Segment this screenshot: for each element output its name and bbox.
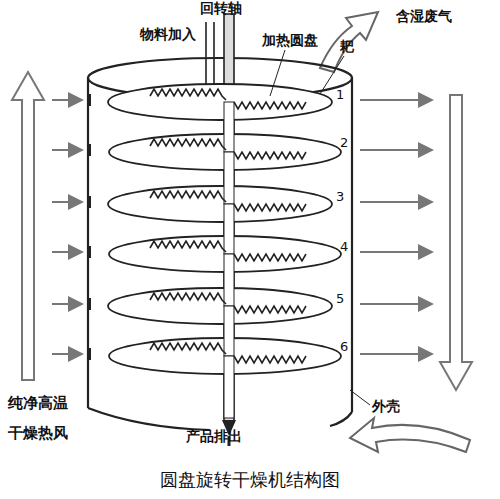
outer-shell	[88, 58, 352, 430]
leader-lines	[270, 50, 370, 405]
exhaust-out-arrow	[320, 12, 378, 72]
disc-label: 加热圆盘	[262, 32, 318, 49]
callout-number: 4	[340, 238, 348, 255]
rotating-shaft	[224, 14, 234, 422]
shell-label: 外壳	[372, 398, 400, 415]
callout-number: 1	[336, 86, 344, 103]
callout-number: 2	[340, 134, 348, 151]
heating-discs	[108, 84, 341, 374]
shaft-label: 回转轴	[200, 0, 242, 17]
feed-pipe	[206, 22, 214, 86]
callout-number: 5	[336, 290, 344, 307]
return-air-arrow	[350, 418, 470, 452]
hot-air-arrow	[12, 72, 44, 380]
caption: 圆盘旋转干燥机结构图	[160, 468, 340, 492]
air-out-arrows	[360, 100, 432, 354]
product-label: 产品排出	[186, 428, 242, 445]
exhaust-arrow	[440, 95, 472, 390]
air-in-arrows	[52, 100, 82, 354]
feed-label: 物料加入	[140, 26, 196, 43]
callout-number: 6	[340, 338, 348, 355]
callout-number: 3	[336, 188, 344, 205]
shell-bolts	[89, 94, 91, 360]
hot-air-label: 纯净高温 干燥热风	[8, 388, 80, 448]
rake-label: 耙	[340, 38, 354, 55]
exhaust-label: 含湿废气	[396, 8, 452, 25]
